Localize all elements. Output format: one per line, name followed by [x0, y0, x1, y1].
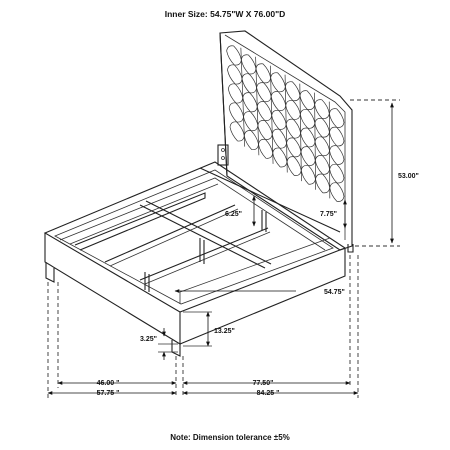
headboard-tuft-diamond — [300, 164, 316, 185]
headboard-tuft-diamond — [243, 111, 259, 132]
headboard-tuft-diamond — [328, 108, 345, 128]
headboard-tuft-diamond — [315, 173, 331, 194]
headboard-tuft-diamond — [228, 102, 244, 123]
dim-frame-height: 13.25" — [214, 328, 235, 335]
headboard — [217, 30, 354, 253]
dim-length-outer: 84.25 " — [257, 390, 280, 397]
headboard-tuft-diamond — [329, 182, 345, 202]
headboard-tuft-diamond — [329, 163, 345, 184]
headboard-tuft-diamond — [299, 90, 316, 110]
headboard-bracket — [217, 144, 229, 166]
headboard-tuft-diamond — [314, 155, 331, 175]
headboard-tuft-diamond — [227, 83, 244, 104]
headboard-tuft-diamond — [285, 100, 301, 120]
headboard-tuft-diamond — [272, 147, 288, 168]
dim-rail-height: 7.75" — [320, 211, 337, 218]
headboard-tufting — [226, 45, 345, 202]
headboard-tuft-diamond — [258, 138, 274, 159]
dim-length-inner: 77.50" — [253, 380, 274, 387]
inner-size-title: Inner Size: 54.75"W X 76.00"D — [165, 9, 286, 19]
headboard-tuft-diamond — [270, 72, 286, 93]
headboard-tuft-diamond — [285, 118, 301, 139]
headboard-tuft-diamond — [256, 101, 273, 121]
headboard-tuft-diamond — [286, 156, 302, 176]
dim-side-outer: 57.75 " — [97, 390, 120, 397]
bed-frame — [43, 161, 347, 357]
headboard-tuft-diamond — [240, 54, 257, 75]
headboard-tuft-diamond — [270, 91, 287, 111]
headboard-tuft-diamond — [314, 117, 330, 138]
headboard-tuft-diamond — [271, 128, 287, 149]
dim-side-inner: 46.00 " — [97, 380, 120, 387]
headboard-tuft-diamond — [255, 63, 272, 84]
headboard-tuft-diamond — [271, 109, 287, 130]
extension-lines — [47, 99, 400, 398]
headboard-tuft-diamond — [227, 64, 243, 85]
headboard-tuft-diamond — [243, 130, 259, 151]
headboard-tuft-diamond — [329, 145, 345, 165]
dimension-lines — [47, 102, 394, 395]
headboard-tuft-diamond — [329, 126, 345, 147]
headboard-tuft-diamond — [226, 45, 242, 66]
headboard-tuft-diamond — [242, 92, 258, 113]
headboard-tuft-diamond — [286, 137, 302, 158]
headboard-tuft-diamond — [284, 81, 301, 102]
headboard-tuft-diamond — [229, 121, 245, 142]
headboard-tuft-diamond — [257, 119, 273, 140]
dim-inner-width: 54.75" — [324, 289, 345, 296]
tolerance-note: Note: Dimension tolerance ±5% — [170, 433, 290, 442]
dim-leg-height: 3.25" — [140, 336, 157, 343]
headboard-tuft-diamond — [314, 99, 330, 119]
headboard-tuft-diamond — [300, 127, 316, 148]
dim-headboard-height: 53.00" — [398, 173, 419, 180]
headboard-tuft-diamond — [300, 146, 316, 166]
headboard-tuft-diamond — [314, 136, 330, 157]
dim-slat-height: 6.25" — [225, 211, 242, 218]
headboard-tuft-diamond — [256, 82, 272, 103]
headboard-tuft-diamond — [299, 108, 316, 129]
headboard-tuft-diamond — [241, 73, 257, 94]
